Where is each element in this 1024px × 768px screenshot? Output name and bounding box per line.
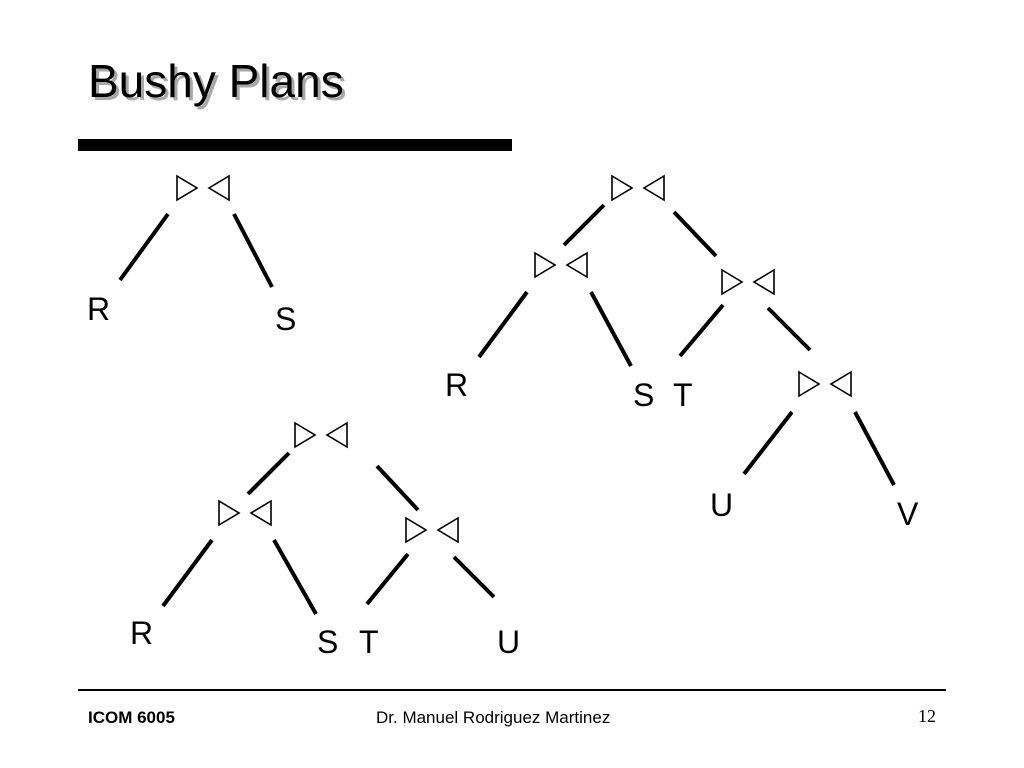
tree-edge [562, 203, 606, 247]
relation-label: U [497, 624, 520, 660]
relation-label: R [445, 367, 468, 403]
join-bowtie-icon [405, 517, 459, 543]
tree-balanced-bushy: R S T U [130, 422, 520, 660]
relation-label: S [275, 301, 296, 337]
tree-edge [672, 210, 718, 258]
tree-edge [272, 539, 318, 615]
join-bowtie-icon [218, 500, 272, 526]
relation-label: R [87, 291, 110, 327]
tree-edge [678, 303, 725, 358]
tree-edge [118, 212, 170, 282]
tree-edge [375, 464, 420, 512]
slide-number: 12 [918, 706, 936, 726]
tree-right-deep-bushy: R S T U V [445, 175, 919, 532]
footer-author: Dr. Manuel Rodriguez Martinez [376, 708, 611, 727]
footer-course: ICOM 6005 [88, 708, 175, 727]
join-bowtie-icon [798, 371, 852, 397]
join-bowtie-icon [176, 175, 230, 201]
tree-edge [452, 555, 496, 599]
join-bowtie-icon [721, 269, 775, 295]
footer-divider [78, 689, 946, 691]
relation-label: T [673, 377, 693, 413]
tree-edge [853, 411, 896, 486]
tree-edge [589, 291, 633, 367]
tree-edge [246, 451, 291, 496]
tree-edge [766, 306, 812, 352]
join-bowtie-icon [611, 175, 665, 201]
join-bowtie-icon [534, 252, 588, 278]
tree-edge [161, 538, 214, 608]
tree-two-way-join: R S [87, 175, 296, 337]
title-underline [78, 139, 512, 151]
relation-label: S [317, 624, 338, 660]
relation-label: V [897, 496, 919, 532]
relation-label: U [710, 487, 733, 523]
slide-title: Bushy Plans [88, 55, 344, 107]
tree-edge [232, 213, 274, 288]
tree-edge [477, 290, 529, 359]
tree-edge [742, 410, 794, 476]
relation-label: S [633, 377, 654, 413]
join-bowtie-icon [294, 422, 348, 448]
tree-edge [365, 552, 410, 606]
relation-label: T [359, 624, 379, 660]
relation-label: R [130, 615, 153, 651]
